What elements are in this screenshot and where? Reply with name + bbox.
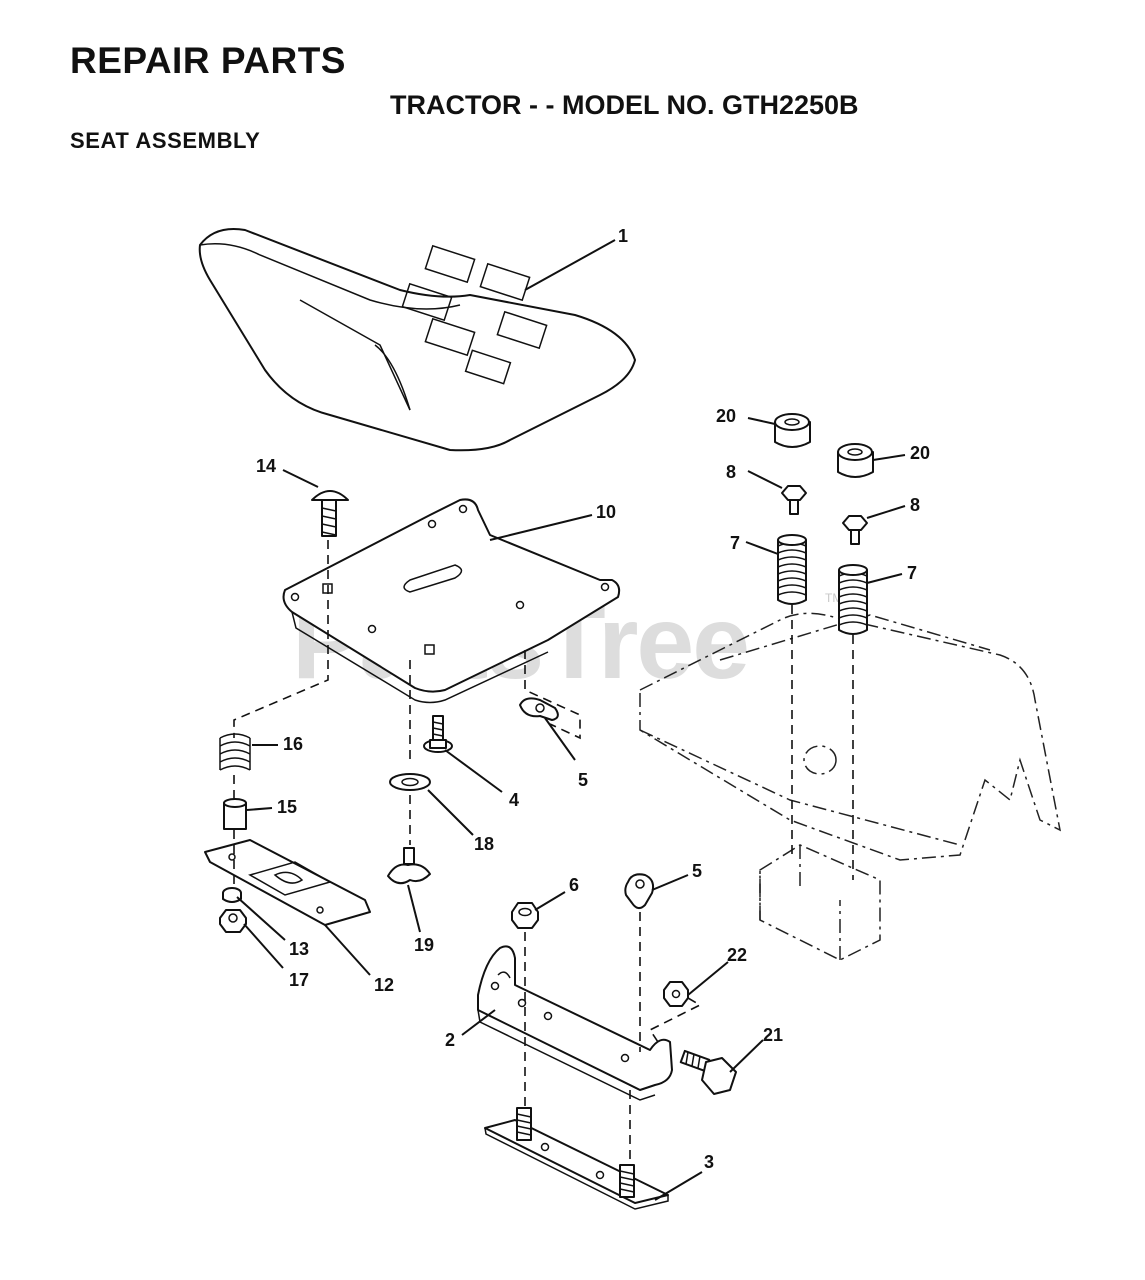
bumper-right: [837, 443, 874, 478]
callout-7-right: 7: [907, 563, 917, 583]
seat: [198, 228, 636, 452]
flange-bolt-right: [842, 515, 868, 545]
callout-20-right: 20: [910, 443, 930, 463]
callout-15: 15: [277, 797, 297, 817]
callout-2: 2: [445, 1030, 455, 1050]
hex-nut-22: [663, 981, 689, 1007]
shoulder-bolt: [423, 715, 453, 753]
callout-labels: 1 10 14 16 15 4 18 19 5 6 5 20 20 8 8 7 …: [256, 226, 930, 1172]
callout-22: 22: [727, 945, 747, 965]
callout-18: 18: [474, 834, 494, 854]
slide-plate: [204, 839, 371, 926]
tractor-fender-outline: [639, 612, 1062, 961]
callout-17: 17: [289, 970, 309, 990]
wing-knob: [387, 847, 431, 885]
callout-20-left: 20: [716, 406, 736, 426]
hex-nut: [511, 902, 539, 929]
flat-washer: [389, 773, 431, 791]
spring-left: [777, 534, 807, 605]
clip-upper: [519, 697, 559, 721]
leader-lines: [236, 239, 906, 1201]
page-title: REPAIR PARTS: [70, 40, 346, 81]
seat-bracket: [477, 945, 673, 1101]
callout-7-left: 7: [730, 533, 740, 553]
model-heading: TRACTOR - - MODEL NO. GTH2250B: [390, 90, 859, 120]
callout-8-left: 8: [726, 462, 736, 482]
carriage-bolt: [311, 490, 349, 537]
callout-8-right: 8: [910, 495, 920, 515]
callout-5-lower: 5: [692, 861, 702, 881]
callout-13: 13: [289, 939, 309, 959]
spring-small: [219, 733, 251, 771]
hex-bolt: [679, 1049, 737, 1095]
clip-lower: [624, 873, 655, 909]
base-plate: [484, 1119, 669, 1210]
lock-nut: [219, 909, 247, 933]
callout-5-upper: 5: [578, 770, 588, 790]
callout-21: 21: [763, 1025, 783, 1045]
callout-19: 19: [414, 935, 434, 955]
callout-4: 4: [509, 790, 519, 810]
callout-12: 12: [374, 975, 394, 995]
section-heading: SEAT ASSEMBLY: [70, 128, 261, 153]
spacer: [223, 798, 247, 830]
bumper-left: [774, 413, 811, 448]
spring-right: [838, 564, 868, 635]
callout-1: 1: [618, 226, 628, 246]
stud-left: [516, 1107, 532, 1141]
watermark-trademark: TM: [825, 591, 842, 605]
callout-6: 6: [569, 875, 579, 895]
assembly-lines: [233, 540, 854, 1165]
callout-16: 16: [283, 734, 303, 754]
callout-3: 3: [704, 1152, 714, 1172]
callout-14: 14: [256, 456, 276, 476]
callout-10: 10: [596, 502, 616, 522]
hex-nut-small: [222, 887, 242, 903]
stud-right: [619, 1164, 635, 1198]
flange-bolt-left: [781, 485, 807, 515]
